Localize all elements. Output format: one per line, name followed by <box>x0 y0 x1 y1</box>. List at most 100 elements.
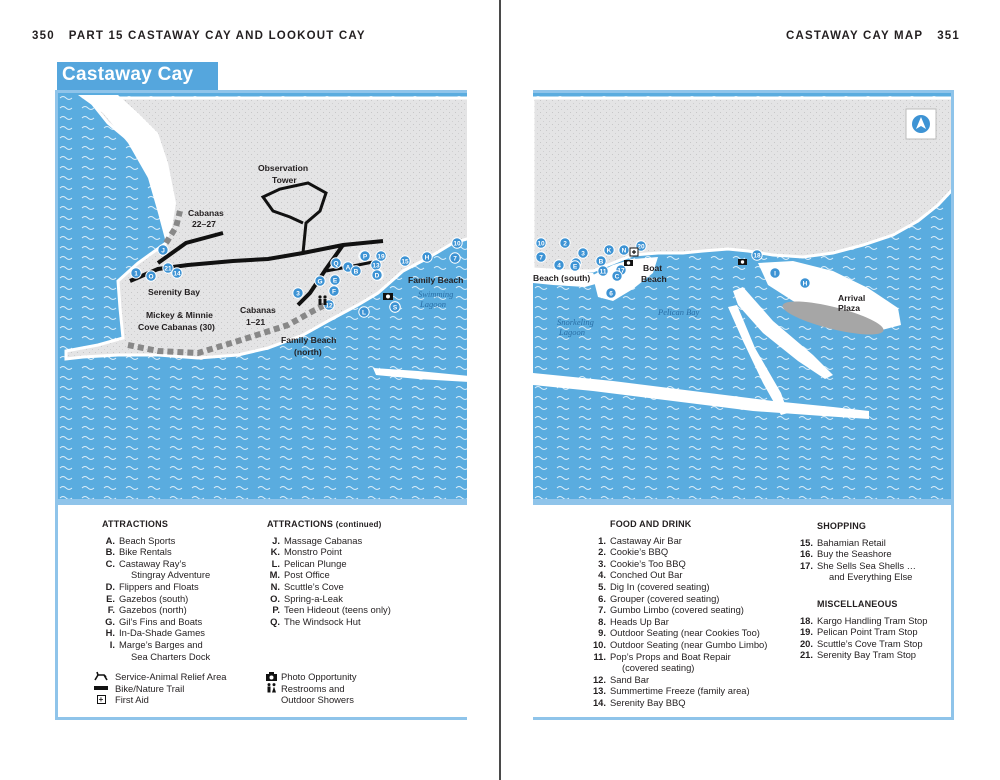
legend-key: 19. <box>799 626 813 638</box>
map-east-svg: Beach (south) Boat Beach Arrival Plaza S… <box>533 93 951 499</box>
legend-item: 12.Sand Bar <box>588 674 767 686</box>
map-marker[interactable]: 15 <box>399 255 411 267</box>
map-marker[interactable]: 18 <box>751 249 763 261</box>
map-marker[interactable]: F <box>328 285 340 297</box>
camera-icon <box>383 293 393 300</box>
legend-item: 20.Scuttle’s Cove Tram Stop <box>795 638 927 650</box>
legend-text: Kargo Handling Tram Stop <box>817 614 928 626</box>
map-marker[interactable]: 4 <box>553 259 565 271</box>
family-beach-south-label: Beach (south) <box>533 273 590 283</box>
map-marker[interactable]: L <box>358 306 370 318</box>
map-marker[interactable]: 3 <box>292 287 304 299</box>
map-marker-label: F <box>332 288 336 295</box>
cruise-ship-dock <box>782 301 884 335</box>
map-marker-label: E <box>333 277 338 284</box>
map-marker[interactable]: E <box>569 260 581 272</box>
legend-key: G. <box>105 615 115 627</box>
map-marker-label: P <box>363 253 368 260</box>
map-marker[interactable]: E <box>329 274 341 286</box>
map-marker[interactable]: 7 <box>449 252 461 264</box>
restroom-icon <box>318 295 327 305</box>
map-marker-label: 7 <box>539 254 543 261</box>
map-marker[interactable]: C <box>611 270 623 282</box>
legend-text: Stingray Adventure <box>131 569 211 581</box>
snorkeling-lagoon-label-2: Lagoon <box>558 327 585 337</box>
map-marker[interactable]: 10 <box>451 237 463 249</box>
map-marker[interactable]: P <box>359 250 371 262</box>
legend-item: C.Castaway Ray’s <box>102 558 210 570</box>
legend-key: H. <box>105 627 115 639</box>
legend-text: Monstro Point <box>284 546 342 558</box>
legend-symbol-label: Photo Opportunity <box>281 671 357 682</box>
map-marker[interactable]: 19 <box>375 250 387 262</box>
map-marker[interactable]: Q <box>330 257 342 269</box>
map-marker-label: E <box>573 263 578 270</box>
legend-item: 2.Cookie’s BBQ <box>588 546 767 558</box>
map-marker-label: K <box>607 247 612 254</box>
book-spine <box>499 0 501 780</box>
mickey-minnie-label-2: Cove Cabanas (30) <box>138 322 215 332</box>
legend-key: L. <box>271 557 280 569</box>
misc-list: MISCELLANEOUS 18.Kargo Handling Tram Sto… <box>795 599 928 661</box>
legend-key: A. <box>105 534 115 546</box>
map-marker[interactable]: 6 <box>605 287 617 299</box>
map-marker[interactable]: N <box>618 244 630 256</box>
legend-text: Pop’s Props and Boat Repair <box>610 650 731 662</box>
legend-item: 6.Grouper (covered seating) <box>588 593 767 605</box>
map-marker-label: 3 <box>296 290 300 297</box>
map-west-panel[interactable]: Observation Tower Cabanas 22–27 Serenity… <box>55 90 467 502</box>
map-marker[interactable]: H <box>421 251 433 263</box>
map-marker[interactable]: 7 <box>535 251 547 263</box>
legend-item: M.Post Office <box>267 569 391 581</box>
legend-item: (covered seating) <box>588 662 767 674</box>
map-marker[interactable]: J <box>157 244 169 256</box>
map-marker[interactable]: K <box>603 244 615 256</box>
map-marker[interactable]: 1 <box>130 267 142 279</box>
map-marker[interactable]: I <box>769 267 781 279</box>
map-marker[interactable]: 10 <box>535 237 547 249</box>
map-marker[interactable]: B <box>595 255 607 267</box>
map-marker[interactable]: G <box>314 275 326 287</box>
observation-tower-loop <box>260 181 328 254</box>
legend-text: Buy the Seashore <box>817 548 892 560</box>
map-marker[interactable]: D <box>371 269 383 281</box>
map-marker[interactable]: 2 <box>559 237 571 249</box>
map-marker[interactable]: H <box>799 277 811 289</box>
legend-text: Cookie’s BBQ <box>610 546 669 558</box>
arrival-plaza-label-1: Arrival <box>838 293 865 303</box>
legend-key: I. <box>109 638 115 650</box>
map-marker[interactable]: 21 <box>162 262 174 274</box>
map-marker[interactable]: 14 <box>171 267 183 279</box>
map-title: Castaway Cay <box>57 62 218 90</box>
mickey-minnie-label-1: Mickey & Minnie <box>146 310 213 320</box>
map-marker[interactable]: B <box>350 265 362 277</box>
legend-key: N. <box>270 580 280 592</box>
map-marker[interactable]: 3 <box>577 247 589 259</box>
legend-text: Flippers and Floats <box>119 580 199 592</box>
legend-key <box>795 571 817 583</box>
legend-text: Spring-a-Leak <box>284 592 343 604</box>
legend-item: L.Pelican Plunge <box>267 558 391 570</box>
map-marker-label: H <box>425 254 430 261</box>
heading-text: ATTRACTIONS <box>267 519 334 529</box>
legend-item: 8.Heads Up Bar <box>588 616 767 628</box>
map-west-svg: Observation Tower Cabanas 22–27 Serenity… <box>58 93 467 499</box>
attractions-continued-list: ATTRACTIONS (continued) J.Massage Cabana… <box>267 519 391 627</box>
restroom-icon <box>264 683 278 693</box>
legend-key: 17. <box>799 559 813 571</box>
map-marker[interactable]: S <box>389 301 401 313</box>
map-marker-label: B <box>354 268 359 275</box>
legend-symbol-label: Outdoor Showers <box>281 694 354 706</box>
pelican-bay-label: Pelican Bay <box>657 307 700 317</box>
map-east-panel[interactable]: Beach (south) Boat Beach Arrival Plaza S… <box>533 90 954 502</box>
map-marker[interactable]: 11 <box>597 265 609 277</box>
legend-key: 9. <box>598 627 606 639</box>
heading-sub: (continued) <box>335 520 382 529</box>
map-marker-label: 4 <box>557 262 561 269</box>
legend-symbol-label: Bike/Nature Trail <box>115 682 185 694</box>
legend-key: M. <box>269 569 280 581</box>
map-marker-label: Q <box>333 260 338 267</box>
map-marker-label: 10 <box>537 240 545 247</box>
map-marker[interactable]: O <box>145 270 157 282</box>
shore-sandbar <box>373 368 467 382</box>
